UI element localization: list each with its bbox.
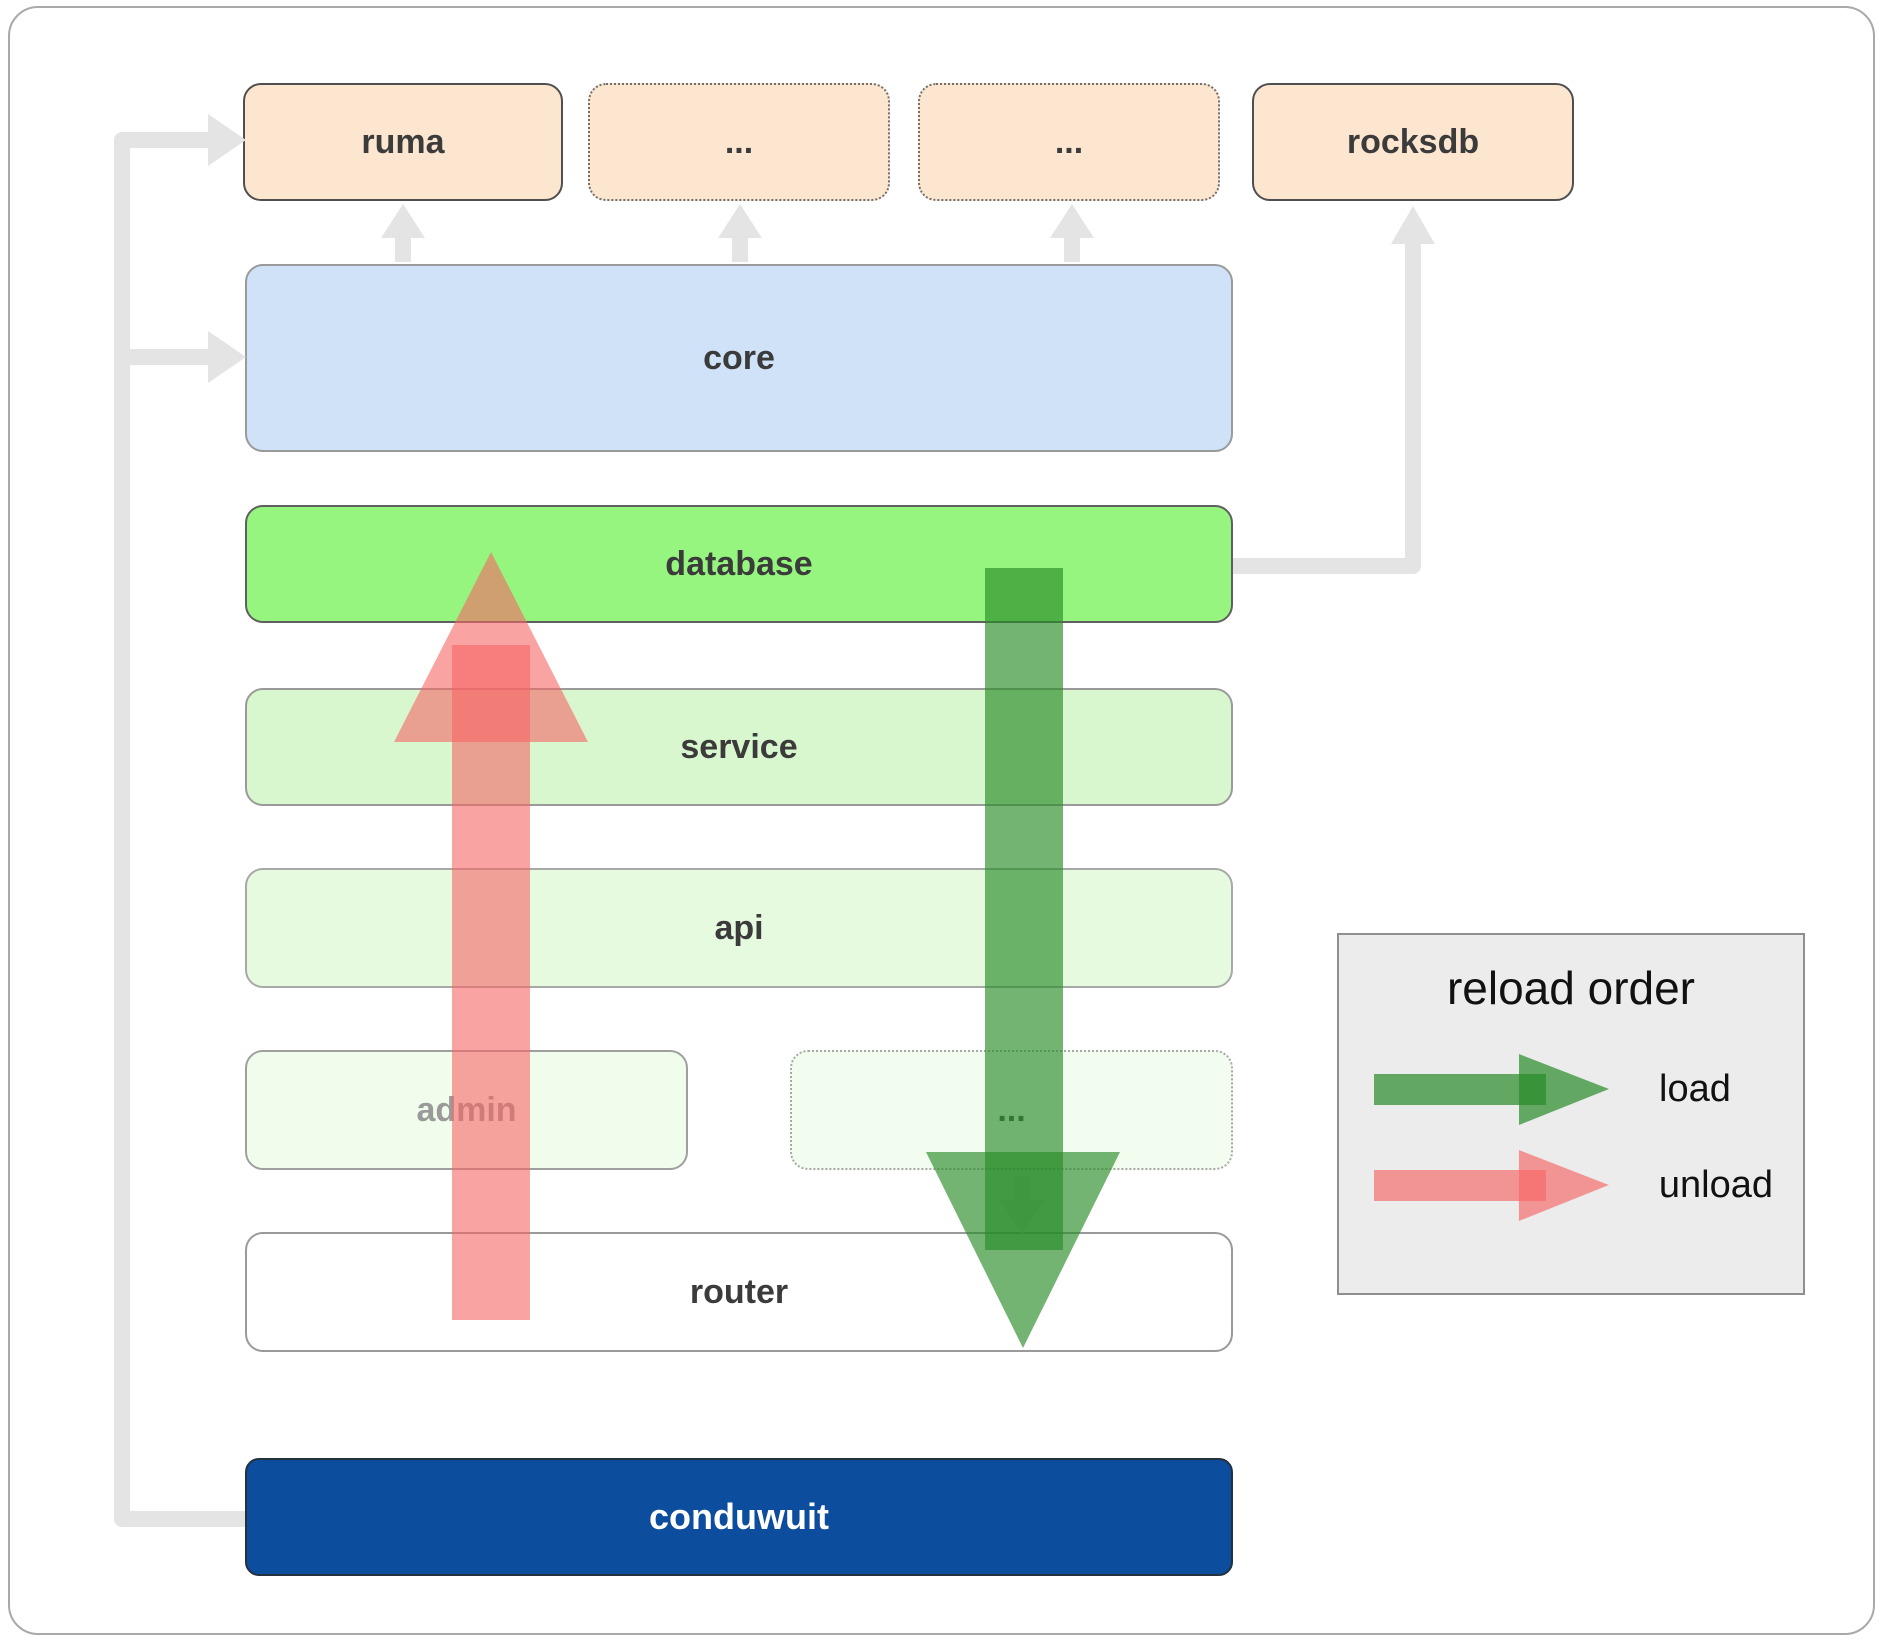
node-ruma: ruma bbox=[243, 83, 563, 201]
legend-title: reload order bbox=[1446, 962, 1696, 1014]
load-arrow-icon bbox=[1374, 1054, 1609, 1125]
node-conduwuit: conduwuit bbox=[245, 1458, 1233, 1576]
unload-arrow-icon bbox=[1373, 1150, 1609, 1221]
legend-unload-label: unload bbox=[1658, 1163, 1773, 1206]
node-ellipsis-c: ... bbox=[790, 1050, 1233, 1170]
legend: reload order load unload bbox=[1337, 933, 1805, 1295]
legend-row-load: load bbox=[1369, 1041, 1773, 1137]
node-ellipsis-a: ... bbox=[588, 83, 890, 201]
node-rocksdb: rocksdb bbox=[1252, 83, 1574, 201]
node-admin: admin bbox=[245, 1050, 688, 1170]
node-database: database bbox=[245, 505, 1233, 623]
diagram-frame bbox=[8, 6, 1875, 1635]
legend-row-unload: unload bbox=[1369, 1137, 1773, 1233]
node-ellipsis-b: ... bbox=[918, 83, 1220, 201]
node-api: api bbox=[245, 868, 1233, 988]
node-router: router bbox=[245, 1232, 1233, 1352]
node-service: service bbox=[245, 688, 1233, 806]
legend-load-label: load bbox=[1659, 1067, 1731, 1110]
node-core: core bbox=[245, 264, 1233, 452]
